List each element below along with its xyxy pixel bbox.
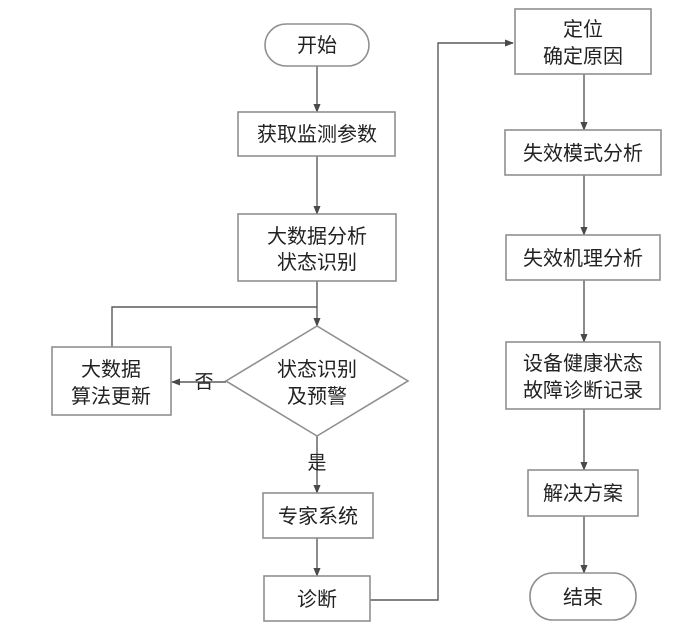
locate-node: 定位 确定原因 xyxy=(514,8,652,75)
get-params-label: 获取监测参数 xyxy=(257,122,377,146)
solution-node: 解决方案 xyxy=(527,469,639,517)
failure-mode-label: 失效模式分析 xyxy=(523,141,643,165)
failure-mechanism-label: 失效机理分析 xyxy=(523,246,643,270)
expert-system-label: 专家系统 xyxy=(278,504,358,528)
no-branch-label: 否 xyxy=(194,371,213,393)
health-record-node: 设备健康状态 故障诊断记录 xyxy=(505,341,661,410)
end-node-label: 结束 xyxy=(563,585,603,609)
end-node: 结束 xyxy=(529,572,637,621)
start-node-label: 开始 xyxy=(297,33,337,57)
state-warning-decision: 状态识别 及预警 xyxy=(224,325,410,437)
state-warning-line-2: 及预警 xyxy=(287,384,347,408)
algo-update-node: 大数据 算法更新 xyxy=(51,346,172,416)
diagnosis-label: 诊断 xyxy=(297,587,337,611)
connectors xyxy=(111,39,588,601)
bigdata-analysis-line-2: 状态识别 xyxy=(277,250,357,274)
locate-line-1: 定位 xyxy=(563,17,603,41)
edge-algo-update-loop-back xyxy=(111,306,317,347)
expert-system-node: 专家系统 xyxy=(262,492,374,539)
get-params-node: 获取监测参数 xyxy=(237,111,396,157)
health-record-line-1: 设备健康状态 xyxy=(523,351,643,375)
failure-mechanism-node: 失效机理分析 xyxy=(505,234,661,281)
yes-branch-label: 是 xyxy=(307,452,326,474)
diagnosis-node: 诊断 xyxy=(263,575,371,622)
edge-diagnosis-to-locate xyxy=(370,39,514,601)
start-node: 开始 xyxy=(264,23,370,67)
solution-label: 解决方案 xyxy=(543,481,623,505)
failure-mode-node: 失效模式分析 xyxy=(504,129,662,176)
health-record-line-2: 故障诊断记录 xyxy=(523,378,643,402)
state-warning-line-1: 状态识别 xyxy=(277,357,357,381)
bigdata-analysis-line-1: 大数据分析 xyxy=(267,224,367,248)
bigdata-analysis-node: 大数据分析 状态识别 xyxy=(237,213,397,282)
algo-update-line-1: 大数据 xyxy=(81,357,141,381)
locate-line-2: 确定原因 xyxy=(543,44,623,68)
algo-update-line-2: 算法更新 xyxy=(71,384,151,408)
